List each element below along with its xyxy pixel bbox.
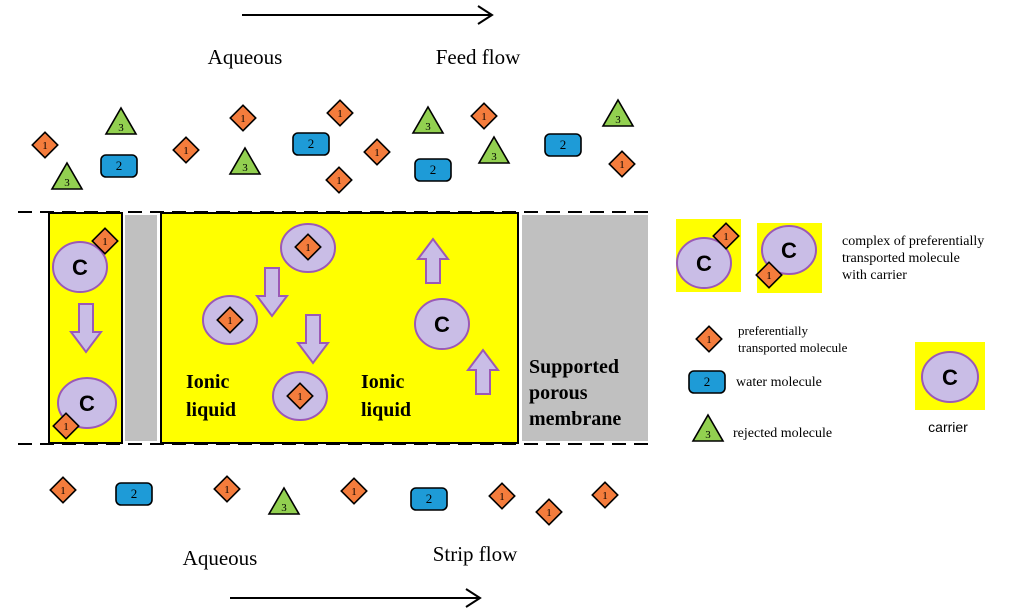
rejected-molecule-icon	[602, 99, 634, 127]
preferential-molecule-icon	[535, 498, 563, 526]
water-molecule-icon	[410, 487, 448, 511]
rejected-molecule-icon	[412, 106, 444, 134]
legend-complex-1: C	[676, 219, 741, 292]
legend-water-icon	[688, 370, 726, 394]
water-molecule-icon	[414, 158, 452, 182]
svg-text:C: C	[72, 255, 88, 280]
preferential-molecule-icon	[31, 131, 59, 159]
carrier-complex: C	[52, 377, 117, 440]
water-molecule-icon	[544, 133, 582, 157]
strip-flow-label: Strip flow	[433, 542, 518, 566]
carrier-complex: C	[52, 227, 119, 293]
feed-flow-arrow	[242, 5, 494, 25]
legend-water-label: water molecule	[736, 375, 822, 390]
carrier: C	[414, 298, 470, 350]
legend-carrier-label: carrier	[928, 419, 968, 435]
legend-rejected-icon	[692, 414, 724, 442]
preferential-molecule-icon	[608, 150, 636, 178]
legend-preferential-icon	[695, 325, 723, 353]
rejected-molecule-icon	[51, 162, 83, 190]
top-aqueous-label: Aqueous	[208, 45, 283, 69]
preferential-molecule-icon	[363, 138, 391, 166]
water-molecule-icon	[115, 482, 153, 506]
svg-text:C: C	[781, 238, 797, 263]
rejected-molecule-icon	[268, 487, 300, 515]
carrier-complex	[280, 223, 336, 273]
feed-flow-label: Feed flow	[436, 45, 521, 69]
preferential-molecule-icon	[49, 476, 77, 504]
preferential-molecule-icon	[340, 477, 368, 505]
legend-complex-2: C	[755, 223, 822, 293]
svg-text:C: C	[942, 365, 958, 390]
preferential-molecule-icon	[326, 99, 354, 127]
preferential-molecule-icon	[172, 136, 200, 164]
preferential-molecule-icon	[591, 481, 619, 509]
preferential-molecule-icon	[325, 166, 353, 194]
svg-text:C: C	[434, 312, 450, 337]
strip-side-molecules	[49, 475, 619, 526]
bottom-aqueous-label: Aqueous	[183, 546, 258, 570]
rejected-molecule-icon	[478, 136, 510, 164]
preferential-molecule-icon	[229, 104, 257, 132]
preferential-molecule-icon	[470, 102, 498, 130]
legend-carrier: C	[915, 342, 985, 410]
legend-rejected-label: rejected molecule	[733, 426, 832, 441]
water-molecule-icon	[292, 132, 330, 156]
support-wall-right	[522, 215, 648, 441]
rejected-molecule-icon	[229, 147, 261, 175]
support-wall-left	[125, 215, 157, 441]
feed-side-molecules	[31, 99, 636, 194]
svg-text:C: C	[696, 251, 712, 276]
water-molecule-icon	[100, 154, 138, 178]
preferential-molecule-icon	[213, 475, 241, 503]
svg-text:C: C	[79, 391, 95, 416]
strip-flow-arrow	[230, 588, 482, 608]
carrier-complex	[272, 371, 328, 421]
preferential-molecule-icon	[488, 482, 516, 510]
carrier-complex	[202, 295, 258, 345]
rejected-molecule-icon	[105, 107, 137, 135]
